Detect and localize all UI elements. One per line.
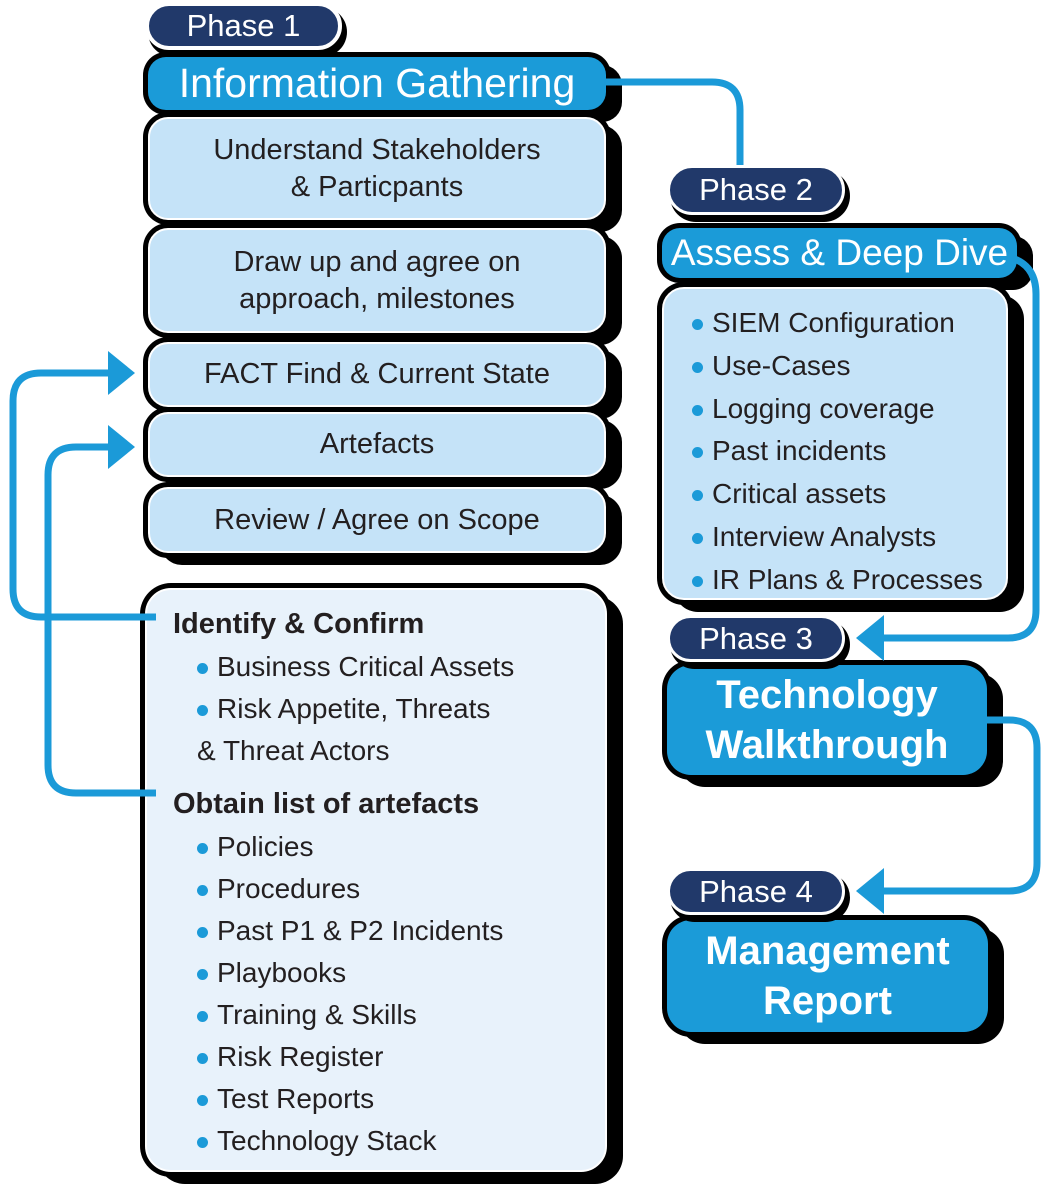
bullet-dot	[197, 663, 208, 674]
phase4-pill: Phase 4	[667, 868, 845, 915]
bullet-dot	[197, 927, 208, 938]
phase3-box: Technology Walkthrough	[667, 665, 987, 775]
phase3-box-label: Technology Walkthrough	[705, 673, 949, 767]
connector-obtain-to-artefacts	[44, 443, 156, 797]
arrowhead-icon	[108, 351, 135, 395]
list-item: IR Plans & Processes	[692, 559, 998, 602]
list-item: Interview Analysts	[692, 516, 998, 559]
list-item: Test Reports	[197, 1078, 587, 1120]
connector-phase1-to-phase2	[604, 78, 744, 168]
phase2-header-label: Assess & Deep Dive	[670, 232, 1009, 273]
list-item-label: Past incidents	[712, 435, 887, 467]
step-label: Draw up and agree on approach, milestone…	[233, 245, 521, 315]
obtain-artefacts-heading: Obtain list of artefacts	[173, 788, 480, 820]
phase4-box: Management Report	[667, 920, 988, 1032]
phase2-list: SIEM Configuration Use-Cases Logging cov…	[692, 302, 998, 602]
phase2-pill-label: Phase 2	[699, 172, 813, 207]
list-item-label: Training & Skills	[217, 999, 417, 1030]
list-item: Policies	[197, 826, 587, 868]
phase4-box-label: Management Report	[705, 929, 950, 1023]
list-item: Critical assets	[692, 473, 998, 516]
list-item-label: Playbooks	[217, 957, 347, 988]
list-item: Past P1 & P2 Incidents	[197, 910, 587, 952]
connector-identify-to-factfind	[9, 369, 156, 621]
phase1-detail-box: Identify & Confirm Business Critical Ass…	[145, 588, 607, 1172]
identify-confirm-heading: Identify & Confirm	[173, 608, 425, 640]
bullet-dot	[197, 969, 208, 980]
phase1-step-fact-find: FACT Find & Current State	[148, 342, 606, 407]
phase4-pill-label: Phase 4	[699, 873, 813, 909]
bullet-dot	[692, 361, 703, 373]
arrowhead-icon	[108, 425, 135, 469]
bullet-dot	[197, 1053, 208, 1064]
bullet-dot	[692, 447, 703, 459]
phase1-pill: Phase 1	[145, 2, 342, 50]
list-item-label: SIEM Configuration	[712, 307, 955, 338]
list-item: Business Critical Assets	[197, 646, 587, 688]
list-item-label: Interview Analysts	[712, 520, 937, 552]
phase1-step-understand-stakeholders: Understand Stakeholders & Particpants	[148, 117, 606, 220]
list-item: Past incidents	[692, 430, 998, 473]
list-item-label: Policies	[217, 831, 314, 862]
bullet-dot	[692, 490, 703, 502]
bullet-dot	[197, 705, 208, 716]
step-label: Review / Agree on Scope	[214, 503, 540, 536]
phase1-step-artefacts: Artefacts	[148, 412, 606, 477]
bullet-dot	[692, 404, 703, 416]
phase2-pill: Phase 2	[667, 165, 845, 215]
phase2-header: Assess & Deep Dive	[662, 228, 1017, 278]
step-label: Understand Stakeholders & Particpants	[213, 133, 541, 203]
phase1-step-draw-up-approach: Draw up and agree on approach, milestone…	[148, 228, 606, 333]
list-item-label: Logging coverage	[712, 392, 935, 424]
list-item-label: Risk Register	[217, 1041, 384, 1072]
bullet-dot	[197, 1011, 208, 1022]
list-item-label: Critical assets	[712, 478, 887, 510]
list-item-label: Business Critical Assets	[217, 651, 515, 682]
list-item-label: Test Reports	[217, 1083, 375, 1114]
phase1-header: Information Gathering	[148, 57, 606, 110]
bullet-dot	[197, 885, 208, 896]
list-item-label: Technology Stack	[217, 1125, 437, 1156]
identify-confirm-list: Business Critical Assets Risk Appetite, …	[173, 646, 587, 772]
list-item: Procedures	[197, 868, 587, 910]
step-label: FACT Find & Current State	[204, 358, 550, 390]
list-item: Risk Appetite, Threats & Threat Actors	[197, 688, 587, 772]
phase1-pill-label: Phase 1	[186, 8, 301, 43]
list-item: Logging coverage	[692, 388, 998, 431]
list-item: Technology Stack	[197, 1120, 587, 1162]
phase3-pill: Phase 3	[667, 615, 845, 662]
bullet-dot	[197, 1137, 208, 1148]
list-item-label: IR Plans & Processes	[712, 563, 983, 595]
phase1-header-label: Information Gathering	[178, 60, 576, 106]
phase1-step-review-scope: Review / Agree on Scope	[148, 487, 606, 553]
step-label: Artefacts	[319, 428, 435, 460]
bullet-dot	[692, 532, 703, 544]
bullet-dot	[197, 1095, 208, 1106]
arrowhead-icon	[856, 868, 884, 914]
list-item: Risk Register	[197, 1036, 587, 1078]
phase3-pill-label: Phase 3	[699, 620, 813, 656]
list-item-label: Use-Cases	[712, 349, 851, 381]
list-item-label: Procedures	[217, 873, 361, 904]
list-item: Use-Cases	[692, 345, 998, 388]
list-item-label: Risk Appetite, Threats & Threat Actors	[197, 693, 491, 766]
list-item: Playbooks	[197, 952, 587, 994]
bullet-dot	[692, 319, 703, 330]
bullet-dot	[197, 843, 208, 854]
arrowhead-icon	[856, 615, 884, 661]
obtain-artefacts-list: Policies Procedures Past P1 & P2 Inciden…	[173, 826, 587, 1162]
list-item-label: Past P1 & P2 Incidents	[217, 915, 504, 946]
phase2-content-box: SIEM Configuration Use-Cases Logging cov…	[662, 287, 1008, 600]
list-item: SIEM Configuration	[692, 302, 998, 345]
bullet-dot	[692, 575, 703, 587]
list-item: Training & Skills	[197, 994, 587, 1036]
